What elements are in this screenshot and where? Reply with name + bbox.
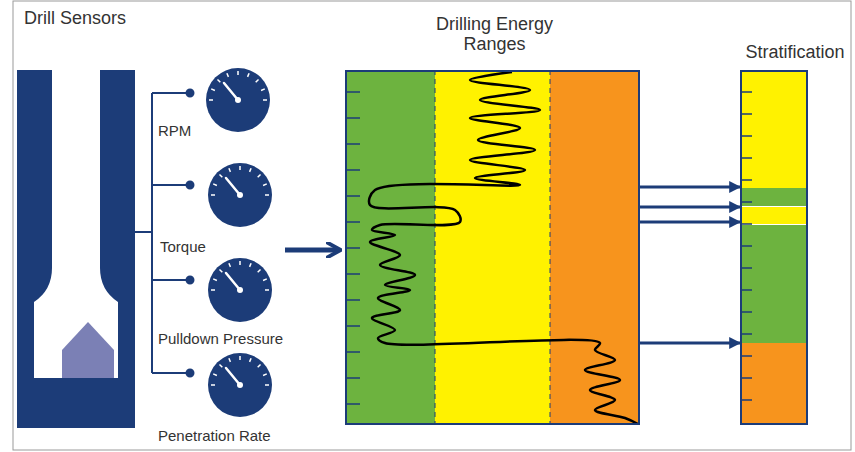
layer-arrow (640, 206, 740, 209)
range-divider (435, 70, 436, 425)
strat-layer (740, 70, 808, 188)
drill-body (17, 70, 135, 428)
strat-layer (740, 207, 808, 224)
strat-layer (740, 225, 808, 343)
strata-column: Stratification (740, 70, 808, 425)
depth-ticks (741, 92, 752, 400)
panel-heading: Drilling Energy Ranges (417, 14, 572, 54)
layer-arrow (640, 186, 740, 189)
sensor-label: Penetration Rate (158, 427, 271, 444)
gauges (206, 68, 272, 417)
gauge (208, 163, 272, 227)
energy-trace (369, 72, 638, 424)
high-energy-band (550, 70, 640, 425)
sensor-label: Torque (160, 238, 206, 255)
panel-heading: Stratification (745, 42, 844, 62)
panel-heading: Drill Sensors (20, 8, 130, 28)
drill-bit (62, 322, 114, 378)
gauge (206, 68, 270, 132)
layer-arrow (640, 221, 740, 224)
drill-bore (34, 70, 118, 378)
strat-layer (740, 188, 808, 206)
sensor-label: RPM (158, 122, 191, 139)
low-energy-band (345, 70, 435, 425)
sensor-label: Pulldown Pressure (158, 330, 283, 347)
gauge (208, 258, 272, 322)
range-divider (550, 70, 551, 425)
gauge (208, 353, 272, 417)
strat-layer (740, 343, 808, 425)
flow-arrow (285, 248, 339, 253)
frame (13, 1, 851, 450)
depth-ticks (346, 92, 360, 404)
sensor-panel: Drill Sensors (15, 8, 285, 448)
layer-arrow (640, 342, 740, 345)
energy-chart: Drilling Energy Ranges (345, 70, 640, 425)
